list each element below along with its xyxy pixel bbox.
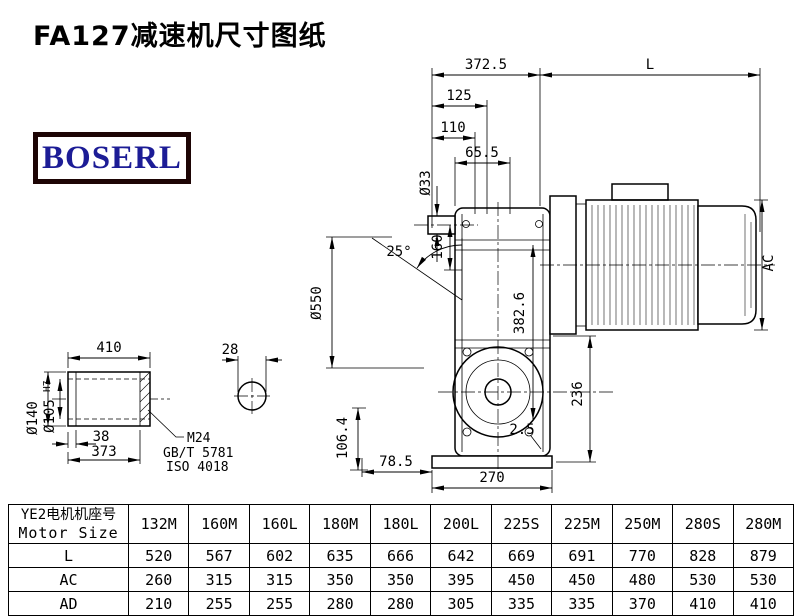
dim-236: 236 [570,381,586,406]
column-header: 280S [672,504,734,544]
cell: 350 [309,567,371,592]
dim-110: 110 [440,120,465,136]
thread-standard-iso: ISO 4018 [166,460,229,475]
cell: 567 [188,543,250,568]
cell: 480 [611,567,674,592]
cell: 210 [127,591,190,616]
cell: 635 [309,543,371,568]
bolt-section-view: 28 [222,342,282,414]
hollow-shaft-view: 410 Ø140 Ø105 H7 38 373 M24 GB/T 5781 IS… [25,340,233,475]
main-dimensions: 372.5 L 125 110 65.5 Ø33 160 25° Ø55 [309,57,777,493]
dim-bore-fit: H7 [42,381,53,392]
cell: 255 [248,591,311,616]
dim-78-5: 78.5 [379,454,413,470]
column-header: 180M [309,504,371,544]
dim-28: 28 [222,342,239,358]
cell: 669 [490,543,553,568]
cell: 666 [369,543,432,568]
dim-65-5: 65.5 [465,145,499,161]
dim-angle-25: 25° [386,244,411,260]
cell: 530 [672,567,734,592]
cell: 350 [369,567,432,592]
cell: 530 [732,567,795,592]
column-header: 200L [430,504,492,544]
cell: 642 [430,543,492,568]
cell: 410 [732,591,795,616]
column-header: 280M [732,504,795,544]
brand-logo-text: BOSERL [42,139,182,176]
dim-bore-diameter: Ø105 [42,399,58,433]
motor-size-header: YE2电机机座号 Motor Size [8,504,129,544]
cell: 520 [127,543,190,568]
motor-size-table: YE2电机机座号 Motor Size 132M 160M 160L 180M … [8,504,795,616]
row-label: AC [8,567,129,592]
motor-size-header-cn: YE2电机机座号 [20,507,117,523]
page-title: FA127减速机尺寸图纸 [33,21,327,52]
dim-2-5: 2.5 [509,422,534,438]
cell: 770 [611,543,674,568]
cell: 280 [369,591,432,616]
dim-swing-diameter: Ø550 [309,286,325,320]
cell: 255 [188,591,250,616]
cell: 280 [309,591,371,616]
column-header: 160L [248,504,311,544]
cell: 602 [248,543,311,568]
thread-standard-gb: GB/T 5781 [163,446,233,461]
cell: 315 [188,567,250,592]
cell: 691 [551,543,613,568]
column-header: 132M [127,504,190,544]
column-header: 225M [551,504,613,544]
row-label: AD [8,591,129,616]
motor-size-header-en: Motor Size [18,524,119,542]
column-header: 180L [369,504,432,544]
dim-shaft-diameter: Ø33 [418,170,434,195]
dim-373: 373 [91,444,116,460]
dim-thread: M24 [187,431,211,446]
cell: 335 [490,591,553,616]
table-row-ac: AC 260 315 315 350 350 395 450 450 480 5… [8,567,795,592]
dim-106-4: 106.4 [335,417,351,459]
dim-motor-length: L [646,57,654,73]
cell: 450 [490,567,553,592]
dim-125: 125 [446,88,471,104]
table-row-ad: AD 210 255 255 280 280 305 335 335 370 4… [8,591,795,616]
dim-410: 410 [96,340,121,356]
cell: 370 [611,591,674,616]
dim-270: 270 [479,470,504,486]
column-header: 225S [490,504,553,544]
cell: 305 [430,591,492,616]
cell: 828 [672,543,734,568]
cell: 315 [248,567,311,592]
cell: 879 [732,543,795,568]
table-row-l: L 520 567 602 635 666 642 669 691 770 82… [8,543,795,568]
cell: 410 [672,591,734,616]
cell: 450 [551,567,613,592]
dim-total-width: 372.5 [465,57,507,73]
cell: 335 [551,591,613,616]
column-header: 250M [611,504,674,544]
dim-382-6: 382.6 [512,292,528,334]
cell: 260 [127,567,190,592]
dim-outer-diameter: Ø140 [25,401,41,435]
motor [540,183,775,335]
cell: 395 [430,567,492,592]
dim-38: 38 [93,429,110,445]
dim-160: 160 [430,234,446,259]
brand-logo: BOSERL [33,132,191,184]
table-header-row: YE2电机机座号 Motor Size 132M 160M 160L 180M … [8,504,795,544]
terminal-box [611,183,669,201]
row-label: L [8,543,129,568]
column-header: 160M [188,504,250,544]
dim-ac: AC [761,255,777,272]
